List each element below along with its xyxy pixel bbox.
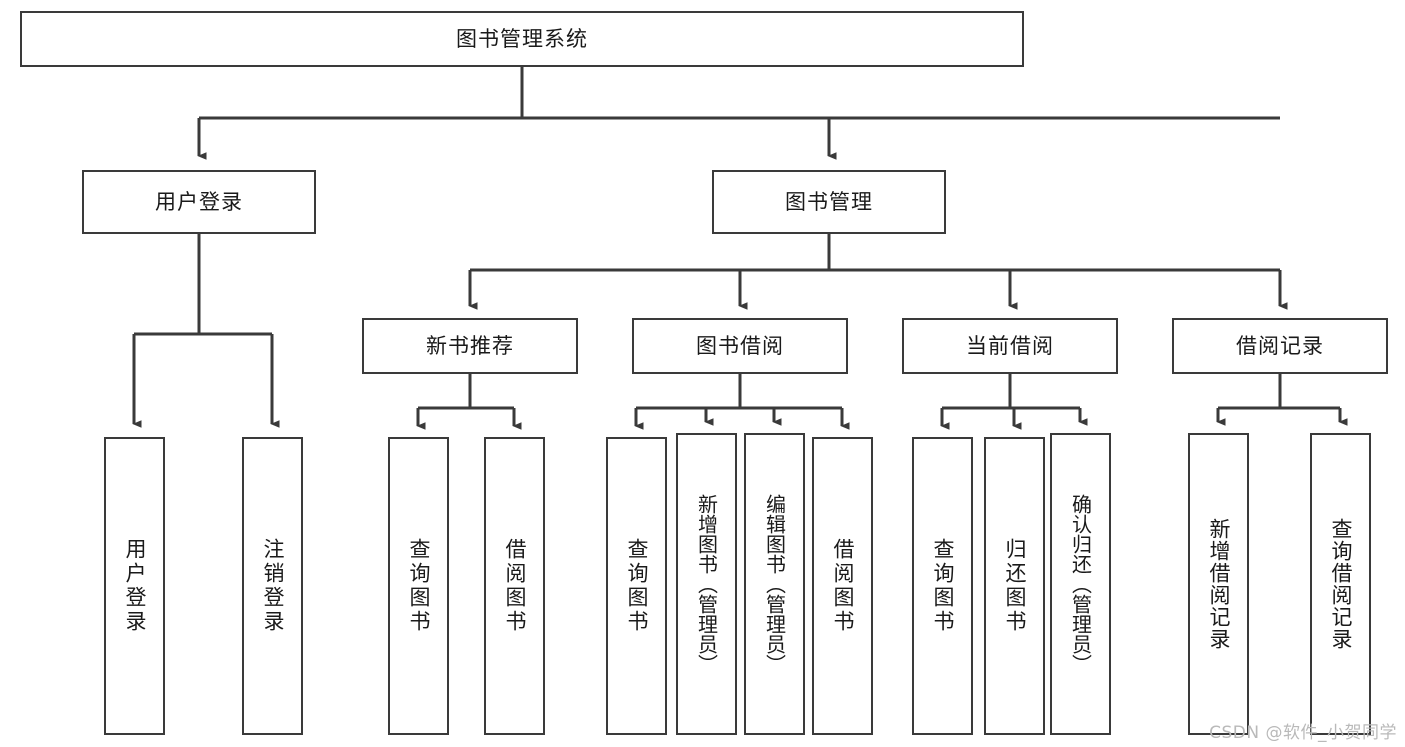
node-leaf-query-book-2-label: 查询图书	[625, 538, 649, 634]
node-leaf-query-book-1-label: 查询图书	[407, 538, 431, 634]
node-leaf-edit-book-label: 编辑图书（管理员）	[762, 494, 787, 674]
node-leaf-logout[interactable]: 注销登录	[242, 437, 303, 735]
node-leaf-add-book[interactable]: 新增图书（管理员）	[676, 433, 737, 735]
node-leaf-return-book[interactable]: 归还图书	[984, 437, 1045, 735]
node-leaf-edit-book[interactable]: 编辑图书（管理员）	[744, 433, 805, 735]
node-book-manage-label: 图书管理	[785, 189, 873, 214]
node-leaf-add-book-label: 新增图书（管理员）	[694, 494, 719, 674]
node-leaf-query-book-2[interactable]: 查询图书	[606, 437, 667, 735]
node-book-borrow[interactable]: 图书借阅	[632, 318, 848, 374]
node-leaf-borrow-book-2[interactable]: 借阅图书	[812, 437, 873, 735]
node-book-manage[interactable]: 图书管理	[712, 170, 946, 234]
node-leaf-query-book-1[interactable]: 查询图书	[388, 437, 449, 735]
node-leaf-add-record-label: 新增借阅记录	[1207, 518, 1231, 650]
node-user-login-label: 用户登录	[155, 189, 243, 214]
node-book-borrow-label: 图书借阅	[696, 333, 784, 358]
node-leaf-add-record[interactable]: 新增借阅记录	[1188, 433, 1249, 735]
node-leaf-query-record-label: 查询借阅记录	[1329, 518, 1353, 650]
node-leaf-confirm-return-label: 确认归还（管理员）	[1068, 494, 1093, 674]
node-leaf-query-record[interactable]: 查询借阅记录	[1310, 433, 1371, 735]
node-borrow-record[interactable]: 借阅记录	[1172, 318, 1388, 374]
node-current-borrow-label: 当前借阅	[966, 333, 1054, 358]
node-leaf-user-login-label: 用户登录	[123, 538, 147, 634]
node-borrow-record-label: 借阅记录	[1236, 333, 1324, 358]
node-user-login[interactable]: 用户登录	[82, 170, 316, 234]
node-new-book-rec[interactable]: 新书推荐	[362, 318, 578, 374]
node-leaf-query-book-3[interactable]: 查询图书	[912, 437, 973, 735]
node-leaf-user-login[interactable]: 用户登录	[104, 437, 165, 735]
node-leaf-confirm-return[interactable]: 确认归还（管理员）	[1050, 433, 1111, 735]
watermark-text: CSDN @软件_小贺同学	[1209, 723, 1397, 743]
node-leaf-borrow-book-2-label: 借阅图书	[831, 538, 855, 634]
node-root[interactable]: 图书管理系统	[20, 11, 1024, 67]
node-new-book-rec-label: 新书推荐	[426, 333, 514, 358]
node-leaf-borrow-book-1-label: 借阅图书	[503, 538, 527, 634]
node-leaf-logout-label: 注销登录	[261, 538, 285, 634]
node-root-label: 图书管理系统	[456, 26, 588, 51]
node-leaf-query-book-3-label: 查询图书	[931, 538, 955, 634]
node-leaf-borrow-book-1[interactable]: 借阅图书	[484, 437, 545, 735]
node-leaf-return-book-label: 归还图书	[1003, 538, 1027, 634]
node-current-borrow[interactable]: 当前借阅	[902, 318, 1118, 374]
